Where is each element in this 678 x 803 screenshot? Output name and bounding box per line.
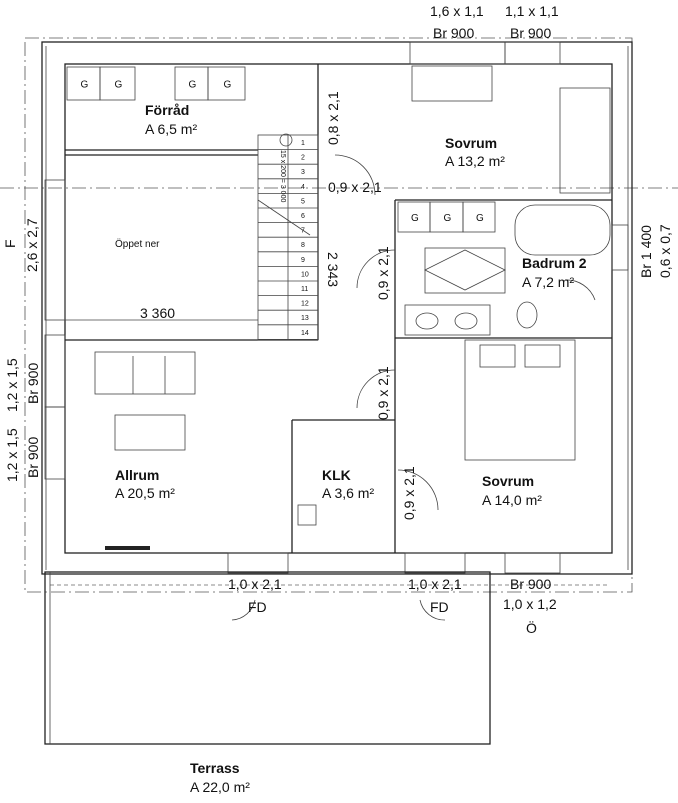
dim-win-top2-br: Br 900	[510, 25, 551, 41]
stair-step-number: 13	[301, 315, 309, 322]
dim-win-right-br: Br 1 400	[638, 225, 654, 278]
dim-win-bottom: 1,0 x 1,2	[503, 596, 557, 612]
bed-single	[559, 87, 611, 194]
stair-step-number: 3	[301, 169, 305, 176]
tv	[105, 546, 150, 550]
dim-door-sovrum1: 0,9 x 2,1	[328, 179, 382, 195]
dim-win-left-f: F	[2, 239, 18, 248]
dim-door-klk: 0,9 x 2,1	[401, 466, 417, 520]
room-area-terrass: A 22,0 m²	[190, 779, 250, 795]
dim-win-top1-br: Br 900	[433, 25, 474, 41]
storage-box-label: G	[224, 80, 232, 91]
dim-win-top2: 1,1 x 1,1	[505, 3, 559, 19]
dim-win-right: 0,6 x 0,7	[657, 224, 673, 278]
windows	[44, 41, 629, 574]
dim-fd2: 1,0 x 2,1	[408, 576, 462, 592]
stair-step-number: 6	[301, 213, 305, 220]
room-name-sovrum2: Sovrum	[482, 473, 534, 489]
bathtub	[514, 204, 611, 256]
room-name-allrum: Allrum	[115, 467, 159, 483]
storage-box-label: G	[81, 80, 89, 91]
dim-fd1: 1,0 x 2,1	[228, 576, 282, 592]
toilet	[516, 301, 538, 329]
room-name-badrum: Badrum 2	[522, 255, 587, 271]
dim-stair-length: 2 343	[325, 252, 341, 287]
terrace	[44, 571, 610, 745]
storage-box-label: G	[115, 80, 123, 91]
stair-step-number: 9	[301, 257, 305, 264]
dim-door-sovrum2: 0,9 x 2,1	[375, 366, 391, 420]
dimension-labels: 1,6 x 1,1 Br 900 1,1 x 1,1 Br 900 0,8 x …	[2, 3, 673, 636]
room-name-oppet: Öppet ner	[115, 238, 160, 250]
compass-label: Ö	[526, 619, 537, 636]
label-fd2: FD	[430, 599, 449, 615]
dim-win-left2: 1,2 x 1,5	[4, 428, 20, 482]
room-area-klk: A 3,6 m²	[322, 485, 374, 501]
dim-win-top1: 1,6 x 1,1	[430, 3, 484, 19]
stair-step-number: 4	[301, 184, 305, 191]
stair-step-number: 10	[301, 271, 309, 278]
dim-win-left-f-size: 2,6 x 2,7	[24, 218, 40, 272]
stair-step-number: 12	[301, 301, 309, 308]
room-area-allrum: A 20,5 m²	[115, 485, 175, 501]
label-fd1: FD	[248, 599, 267, 615]
storage-box-label: G	[444, 213, 452, 224]
stair-step-number: 2	[301, 155, 305, 162]
stair-step-number: 1	[301, 140, 305, 147]
dim-open-width: 3 360	[140, 305, 175, 321]
storage-box-label: G	[189, 80, 197, 91]
room-labels: Förråd A 6,5 m² Sovrum A 13,2 m² Öppet n…	[115, 102, 587, 795]
klk-unit	[297, 504, 317, 526]
stair-step-number: 11	[301, 286, 308, 293]
stair-step-number: 7	[301, 228, 305, 235]
dim-win-left2-br: Br 900	[25, 437, 41, 478]
stair-step-number: 14	[301, 330, 309, 337]
room-name-terrass: Terrass	[190, 760, 240, 776]
dim-win-bottom-br: Br 900	[510, 576, 551, 592]
room-area-badrum: A 7,2 m²	[522, 274, 574, 290]
dim-win-left1-br: Br 900	[25, 363, 41, 404]
sofa	[94, 351, 196, 395]
room-area-sovrum1: A 13,2 m²	[445, 153, 505, 169]
dim-door-bad: 0,9 x 2,1	[375, 246, 391, 300]
room-name-forrad: Förråd	[145, 102, 189, 118]
desk	[411, 65, 493, 102]
storage-box	[462, 201, 496, 233]
stair-formula: 15 x 200 = 3 000	[279, 150, 286, 202]
storage-box-label: G	[476, 213, 484, 224]
furniture	[94, 65, 611, 550]
room-name-sovrum1: Sovrum	[445, 135, 497, 151]
storage-box-label: G	[411, 213, 419, 224]
dim-win-left1: 1,2 x 1,5	[4, 358, 20, 412]
stair-step-number: 5	[301, 198, 305, 205]
storage-units: G G G G G G G	[66, 66, 496, 233]
shower	[424, 247, 506, 294]
sink-counter	[404, 304, 491, 336]
room-name-klk: KLK	[322, 467, 351, 483]
room-area-forrad: A 6,5 m²	[145, 121, 197, 137]
room-area-sovrum2: A 14,0 m²	[482, 492, 542, 508]
stair-step-number: 8	[301, 242, 305, 249]
dim-door-forrad: 0,8 x 2,1	[325, 91, 341, 145]
bed-double	[464, 339, 576, 461]
storage-box	[99, 66, 136, 101]
table	[114, 414, 186, 451]
storage-box	[207, 66, 246, 101]
door-swings	[231, 154, 596, 621]
